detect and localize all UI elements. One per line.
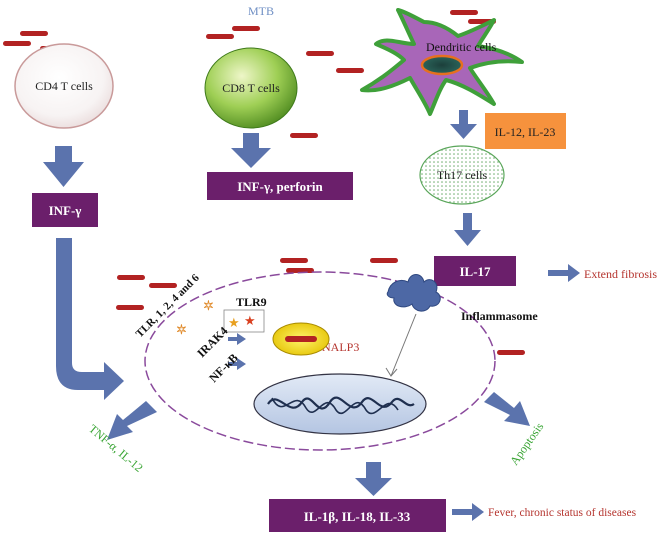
cd8-label: CD8 T cells: [222, 81, 280, 95]
arrow-icon: [43, 146, 84, 187]
extend-fibrosis-label: Extend fibrosis: [584, 267, 657, 281]
arrow-icon: [56, 238, 124, 400]
il17-label: IL-17: [459, 264, 491, 279]
irak4-label: IRAK4: [194, 324, 230, 360]
nalp3-label: NALP3: [322, 340, 359, 354]
apoptosis-label: Apoptosis: [507, 420, 547, 468]
bacillus-icon: [117, 275, 145, 280]
arrow-icon: [228, 358, 246, 370]
cytokines-label: IL-1β, IL-18, IL-33: [304, 509, 411, 524]
arrow-icon: [548, 264, 580, 282]
inflammasome-label: Inflammasome: [461, 309, 538, 323]
dna-strand: [271, 397, 399, 415]
bacillus-icon: [20, 31, 48, 36]
arrow-icon: [454, 213, 481, 246]
arrow-icon: [228, 333, 246, 345]
nalp3-arrowhead: [385, 367, 398, 377]
inflammasome-icon: [386, 274, 441, 312]
tlr9-box: [223, 309, 265, 333]
tlr-list-label: TLR, 1, 2, 4 and 6: [134, 272, 202, 340]
dendritic-nucleus: [420, 54, 464, 76]
bacillus-icon: [149, 283, 177, 288]
arrow-icon: [355, 462, 392, 496]
cd8-t-cell: [204, 47, 298, 129]
cd4-t-cell: [14, 43, 114, 129]
arrow-icon: [231, 133, 271, 168]
bacillus-icon: [336, 68, 364, 73]
star-icon: ★: [228, 315, 240, 330]
bacillus-icon: [232, 26, 260, 31]
bacillus-icon: [306, 51, 334, 56]
arrow-icon: [484, 392, 530, 426]
cd4-label: CD4 T cells: [35, 79, 93, 93]
bacillus-icon: [285, 336, 317, 342]
inf-gamma-perforin-box: [207, 172, 353, 200]
nalp3-arrow: [390, 313, 417, 377]
bacillus-icon: [206, 34, 234, 39]
nucleus: [253, 373, 427, 435]
th17-label: Th17 cells: [437, 168, 488, 182]
cytokines-box: [269, 499, 446, 532]
bacillus-icon: [290, 133, 318, 138]
inf-gamma-perforin-label: INF-γ, perforin: [237, 179, 323, 194]
macrophage-cell: [144, 271, 496, 451]
il12-il23-box: [485, 113, 566, 149]
bacillus-icon: [450, 10, 478, 15]
dendritic-label: Dendritic cells: [426, 40, 497, 54]
arrow-icon: [107, 401, 157, 440]
bacillus-icon: [370, 258, 398, 263]
il17-box: [434, 256, 516, 286]
bacillus-icon: [280, 258, 308, 263]
bacilli-group: [3, 10, 525, 355]
mtb-label: MTB: [248, 4, 274, 18]
bacillus-icon: [497, 350, 525, 355]
star-icon: ✶: [203, 298, 214, 313]
nfkb-label: NF-κB: [206, 351, 240, 385]
th17-cell: [419, 145, 505, 205]
tlr9-label: TLR9: [236, 295, 267, 309]
inf-gamma-label: INF-γ: [49, 203, 82, 218]
arrow-icon: [452, 503, 484, 521]
il12-il23-label: IL-12, IL-23: [495, 125, 556, 139]
dna-strand: [267, 396, 415, 410]
fever-label: Fever, chronic status of diseases: [488, 507, 637, 519]
star-icon: ★: [244, 313, 256, 328]
arrows: [43, 110, 580, 521]
bacillus-icon: [116, 305, 144, 310]
arrow-icon: [450, 110, 477, 139]
inf-gamma-box: [32, 193, 98, 227]
star-icon: ✶: [176, 322, 187, 337]
bacillus-icon: [3, 41, 31, 46]
